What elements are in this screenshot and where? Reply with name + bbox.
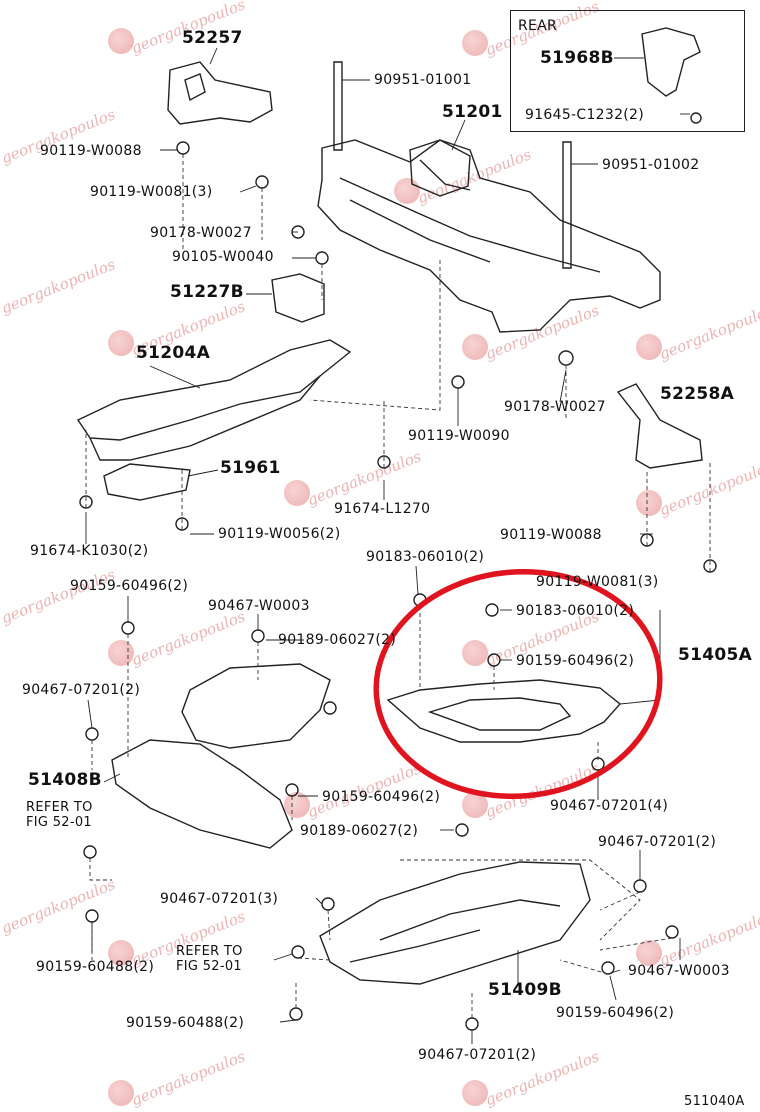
label-51961: 51961 [220, 458, 281, 478]
label-90467-07201-b: 90467-07201(2) [598, 834, 717, 850]
rear-inset-box [510, 10, 745, 132]
label-90467-07201-3: 90467-07201(3) [160, 891, 279, 907]
label-51968B: 51968B [540, 48, 614, 68]
label-91674-L1270: 91674-L1270 [334, 501, 431, 517]
watermark-logo [284, 480, 310, 506]
watermark-logo [108, 1080, 134, 1106]
watermark-logo [108, 940, 134, 966]
label-90159-60488: 90159-60488(2) [36, 959, 155, 975]
label-90119-W0081-3-b: 90119-W0081(3) [536, 574, 659, 590]
label-51201: 51201 [442, 102, 503, 122]
watermark-logo [462, 640, 488, 666]
label-90951-01001: 90951-01001 [374, 72, 472, 88]
label-90159-60496-d: 90159-60496(2) [556, 1005, 675, 1021]
bracket-51968B [641, 27, 701, 97]
watermark-logo [108, 640, 134, 666]
bracket-52257 [167, 61, 273, 125]
watermark-logo [108, 330, 134, 356]
figure-number: 511040A [684, 1094, 745, 1109]
label-refer-fig-52-01-b: REFER TO FIG 52-01 [176, 944, 243, 974]
watermark-logo [108, 28, 134, 54]
label-90159-60488-b: 90159-60488(2) [126, 1015, 245, 1031]
label-90119-W0090: 90119-W0090 [408, 428, 510, 444]
label-51408B: 51408B [28, 770, 102, 790]
label-51405A: 51405A [678, 645, 753, 665]
label-90189-06027: 90189-06027(2) [278, 632, 397, 648]
leader-lines [85, 47, 681, 1044]
crossmember-mount [409, 139, 471, 197]
label-90119-W0088: 90119-W0088 [40, 143, 142, 159]
label-90189-06027-b: 90189-06027(2) [300, 823, 419, 839]
watermark-logo [636, 490, 662, 516]
stud-90951-01001 [333, 61, 343, 151]
label-90119-W0081-3: 90119-W0081(3) [90, 184, 213, 200]
bracket-51227B [271, 273, 325, 323]
label-90159-60496-b: 90159-60496(2) [516, 653, 635, 669]
watermark-logo [636, 940, 662, 966]
crossmember-51201-ridge [339, 159, 601, 273]
watermark-logo [462, 30, 488, 56]
label-90467-07201: 90467-07201(2) [22, 682, 141, 698]
label-90183-06010-b: 90183-06010(2) [516, 603, 635, 619]
label-90178-W0027: 90178-W0027 [150, 225, 252, 241]
highlight-ellipse [373, 568, 663, 800]
label-90183-06010: 90183-06010(2) [366, 549, 485, 565]
label-90119-W0056: 90119-W0056(2) [218, 526, 341, 542]
bracket-52258A [616, 383, 703, 469]
cover-51408B-upper [181, 663, 331, 749]
cover-51408B [111, 739, 293, 849]
label-90467-07201-4: 90467-07201(4) [550, 798, 669, 814]
label-51204A: 51204A [136, 343, 211, 363]
watermark-logo [394, 178, 420, 204]
cover-51405A-inner [427, 697, 572, 731]
watermark-logo [462, 1080, 488, 1106]
label-90467-07201-c: 90467-07201(2) [418, 1047, 537, 1063]
alignment-lines [85, 154, 711, 1018]
cover-51409B [319, 861, 591, 985]
watermark-logo [636, 334, 662, 360]
label-90951-01002: 90951-01002 [602, 157, 700, 173]
label-90467-W0003-b: 90467-W0003 [628, 963, 730, 979]
cover-51405A [386, 679, 622, 743]
label-90105-W0040: 90105-W0040 [172, 249, 274, 265]
watermark-logo [462, 334, 488, 360]
label-90159-60496: 90159-60496(2) [70, 578, 189, 594]
label-90467-W0003: 90467-W0003 [208, 598, 310, 614]
label-90119-W0088-b: 90119-W0088 [500, 527, 602, 543]
label-90178-W0027-b: 90178-W0027 [504, 399, 606, 415]
label-91674-K1030: 91674-K1030(2) [30, 543, 149, 559]
label-51227B: 51227B [170, 282, 244, 302]
label-91645-C1232: 91645-C1232(2) [525, 107, 645, 123]
label-52257: 52257 [182, 28, 243, 48]
brace-51204A-edge [89, 375, 321, 461]
bracket-51961 [103, 463, 191, 501]
cover-51409B-inner [349, 899, 561, 963]
inset-title: REAR [518, 18, 558, 34]
stud-90951-01002 [562, 141, 572, 269]
label-52258A: 52258A [660, 384, 735, 404]
label-51409B: 51409B [488, 980, 562, 1000]
label-90159-60496-c: 90159-60496(2) [322, 789, 441, 805]
crossmember-51201 [317, 139, 661, 333]
label-refer-fig-52-01: REFER TO FIG 52-01 [26, 800, 93, 830]
